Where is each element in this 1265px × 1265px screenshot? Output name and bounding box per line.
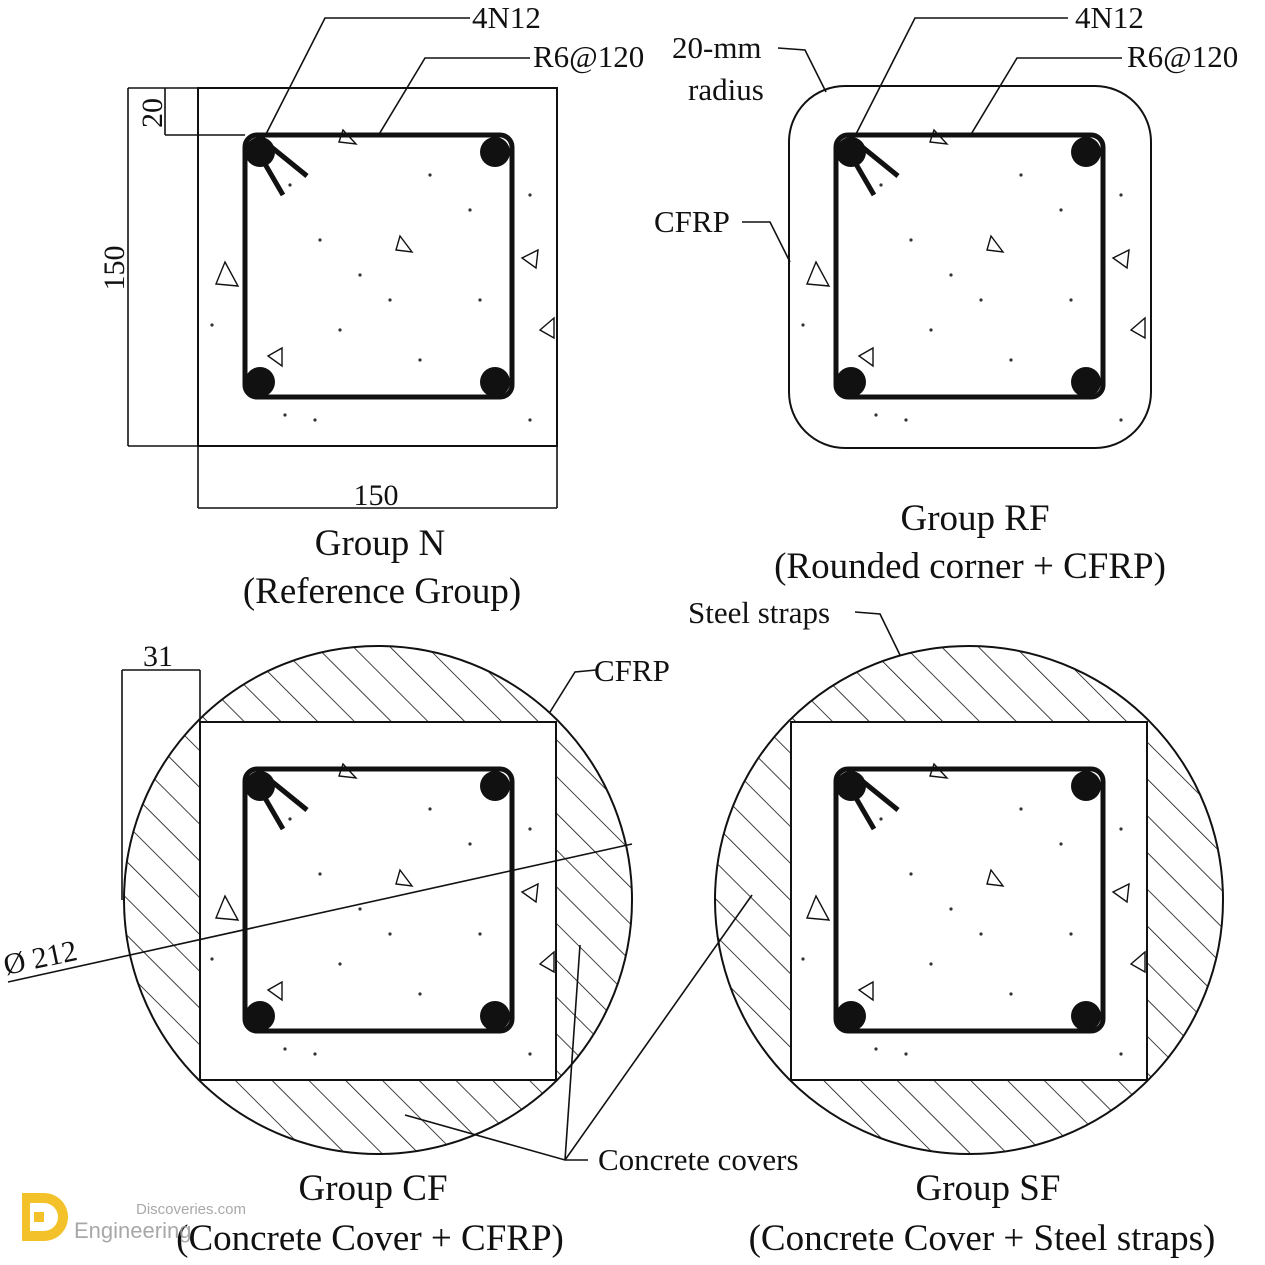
concrete-section-outline — [197, 87, 558, 447]
cfrp-wrap-outline — [788, 85, 1152, 449]
group-subtitle: (Rounded corner + CFRP) — [774, 546, 1166, 587]
group-title: Group N — [315, 523, 446, 564]
watermark-line1: Discoveries.com — [136, 1201, 246, 1218]
dimension-lines — [127, 87, 558, 509]
stirrup-label: R6@120 — [533, 39, 644, 74]
dim-width: 150 — [354, 479, 399, 512]
panel-group-sf — [564, 611, 1224, 1161]
stirrup-label: R6@120 — [1127, 39, 1238, 74]
radius-label-line1: 20-mm — [672, 30, 762, 65]
leader-lines — [564, 611, 901, 1161]
cfrp-label: CFRP — [654, 204, 730, 239]
watermark-line2: Engineering — [74, 1218, 191, 1243]
reinforcement-cage — [801, 130, 1145, 422]
labels-group-rf: 4N12 R6@120 20-mm radius CFRP Group RF (… — [654, 0, 1238, 587]
leader-lines — [742, 17, 1122, 263]
group-subtitle: (Concrete Cover + CFRP) — [176, 1218, 564, 1259]
group-subtitle: (Reference Group) — [243, 571, 521, 612]
dim-diameter: Ø 212 — [1, 934, 80, 982]
reinforcement-cage — [210, 130, 554, 422]
dimension-lines — [7, 669, 633, 983]
group-title: Group SF — [916, 1168, 1061, 1209]
radius-label-line2: radius — [688, 72, 764, 107]
dim-cover: 31 — [143, 640, 173, 673]
cfrp-label: CFRP — [594, 653, 670, 688]
leader-lines — [261, 17, 530, 143]
panel-group-n — [127, 17, 558, 509]
dim-height: 150 — [98, 246, 131, 291]
steel-straps-label: Steel straps — [688, 595, 830, 630]
engineering-discoveries-logo-icon — [22, 1193, 68, 1241]
concrete-covers-label: Concrete covers — [598, 1142, 799, 1177]
bar-label: 4N12 — [472, 0, 541, 35]
panel-group-cf — [7, 645, 633, 1161]
labels-group-n: 4N12 R6@120 20 150 150 Group N (Referenc… — [98, 0, 644, 612]
labels-group-sf: Steel straps Group SF (Concrete Cover + … — [688, 595, 1215, 1259]
cfrp-wrap-circle — [123, 645, 633, 1155]
group-title: Group RF — [900, 498, 1049, 539]
group-title: Group CF — [298, 1168, 447, 1209]
panel-group-rf — [742, 17, 1152, 449]
bar-label: 4N12 — [1075, 0, 1144, 35]
watermark: Discoveries.com Engineering — [22, 1193, 246, 1243]
steel-strap-circle — [714, 645, 1224, 1155]
dim-cover: 20 — [136, 98, 169, 128]
group-subtitle: (Concrete Cover + Steel straps) — [749, 1218, 1216, 1259]
